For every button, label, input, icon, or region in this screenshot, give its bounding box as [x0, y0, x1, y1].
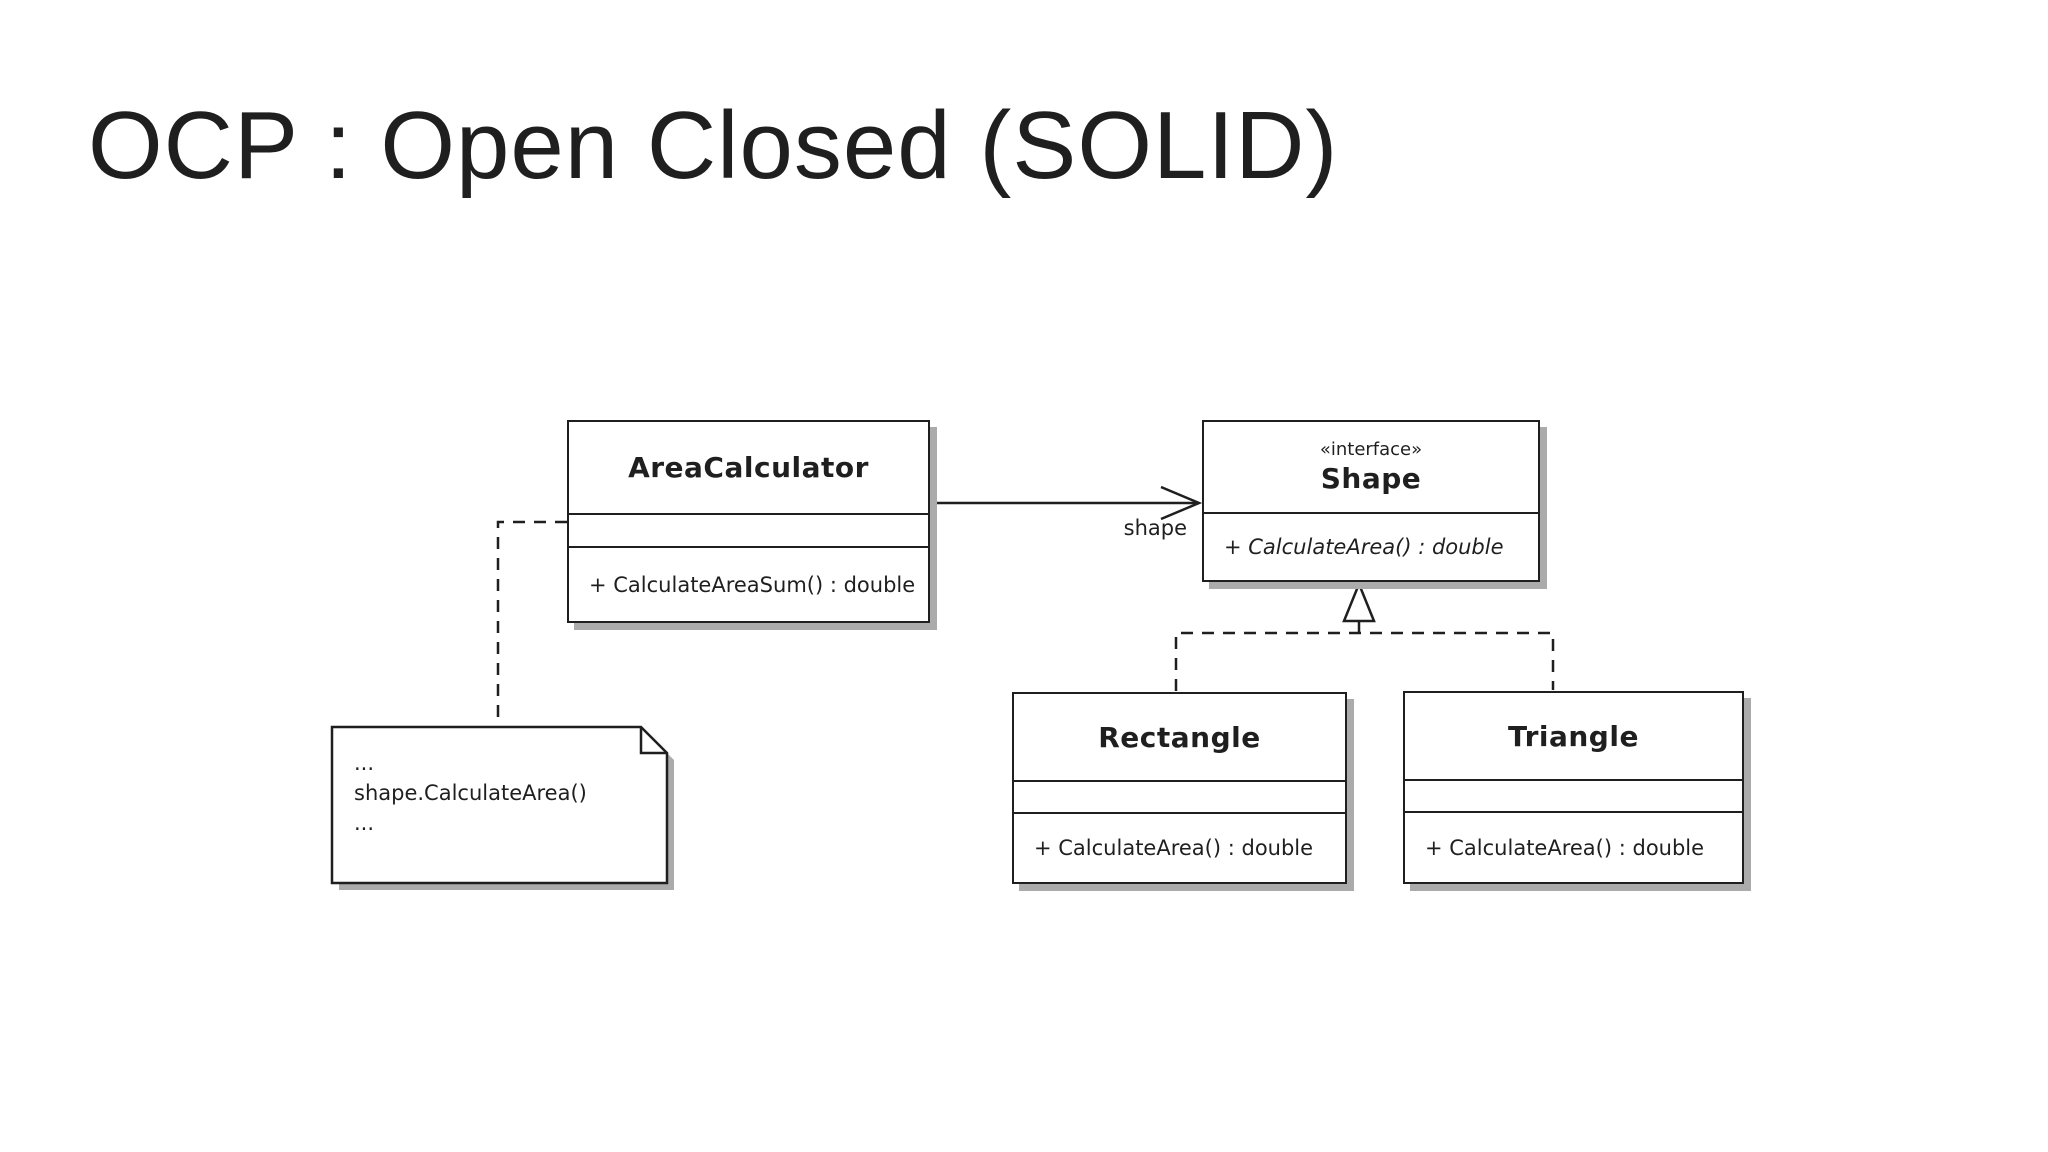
note-fold-corner: [639, 727, 667, 755]
realization-dashed-lines: [1174, 622, 1555, 691]
operations-compartment: + CalculateArea() : double: [1204, 512, 1538, 580]
operation-label: + CalculateAreaSum() : double: [589, 572, 916, 597]
stereotype-label: «interface»: [1319, 439, 1423, 460]
class-box-rectangle: Rectangle + CalculateArea() : double: [1012, 692, 1347, 884]
class-name-compartment: «interface» Shape: [1204, 422, 1538, 512]
association-role-label: shape: [1123, 516, 1187, 540]
note-line: shape.CalculateArea(): [354, 781, 587, 805]
class-name: Triangle: [1508, 719, 1639, 753]
attributes-compartment: [1405, 779, 1742, 811]
class-box-areacalculator: AreaCalculator + CalculateAreaSum() : do…: [567, 420, 930, 623]
note-line: ...: [354, 751, 375, 775]
operation-label: + CalculateArea() : double: [1425, 835, 1705, 860]
operations-compartment: + CalculateArea() : double: [1405, 811, 1742, 882]
operations-compartment: + CalculateArea() : double: [1014, 812, 1345, 882]
operation-label: + CalculateArea() : double: [1224, 535, 1504, 559]
slide-title: OCP : Open Closed (SOLID): [88, 92, 1339, 199]
realization-triangle-arrowhead: [1342, 580, 1376, 623]
note-body: [330, 725, 669, 885]
class-box-triangle: Triangle + CalculateArea() : double: [1403, 691, 1744, 884]
class-name-compartment: Rectangle: [1014, 694, 1345, 780]
note-line: ...: [354, 811, 375, 835]
association-open-arrowhead: [1160, 485, 1203, 521]
class-name: Rectangle: [1098, 720, 1261, 754]
uml-note-shape: [330, 725, 674, 890]
uml-note-text: ... shape.CalculateArea() ...: [354, 748, 587, 838]
interface-box-shape: «interface» Shape + CalculateArea() : do…: [1202, 420, 1540, 582]
class-name-compartment: AreaCalculator: [569, 422, 928, 513]
class-name-compartment: Triangle: [1405, 693, 1742, 779]
attributes-compartment: [569, 513, 928, 546]
attributes-compartment: [1014, 780, 1345, 812]
note-link-dashed-line: [496, 520, 567, 726]
operations-compartment: + CalculateAreaSum() : double: [569, 546, 928, 621]
class-name: Shape: [1320, 462, 1422, 495]
operation-label: + CalculateArea() : double: [1034, 836, 1314, 860]
class-name: AreaCalculator: [628, 451, 869, 484]
